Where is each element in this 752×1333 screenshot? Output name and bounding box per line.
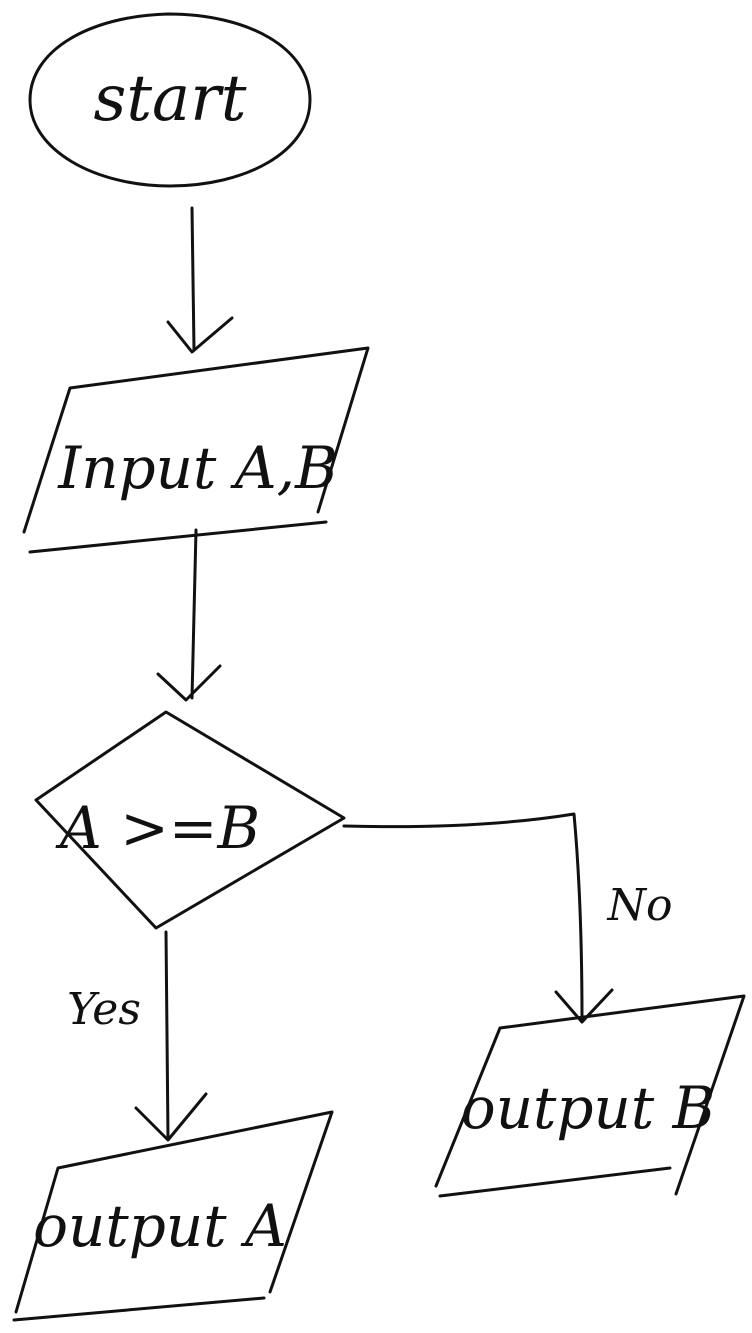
arrow-input-to-decision-line bbox=[190, 528, 198, 700]
arrow-decision-to-output-b-line bbox=[342, 812, 584, 1022]
start-oval-shape bbox=[28, 12, 312, 188]
decision-label: A >=B bbox=[55, 794, 260, 862]
output-b-node: output B bbox=[434, 994, 746, 1198]
no-branch-label: No bbox=[607, 880, 673, 931]
arrow-decision-to-output-a: Yes bbox=[67, 930, 208, 1142]
output-b-parallelogram-shape bbox=[434, 994, 746, 1198]
arrow-start-to-input bbox=[166, 206, 234, 354]
arrow-input-to-decision-head bbox=[156, 664, 222, 702]
arrow-decision-to-output-a-line bbox=[164, 930, 170, 1140]
arrow-decision-to-output-b-head bbox=[554, 988, 614, 1024]
arrow-decision-to-output-b: No bbox=[342, 812, 673, 1024]
yes-branch-label: Yes bbox=[67, 984, 141, 1035]
decision-node: A >=B bbox=[34, 710, 346, 930]
start-node: start bbox=[28, 12, 312, 188]
arrow-decision-to-output-a-head bbox=[134, 1092, 208, 1142]
output-a-label: output A bbox=[33, 1192, 287, 1260]
start-label: start bbox=[93, 62, 246, 136]
output-b-label: output B bbox=[461, 1074, 715, 1142]
input-label: Input A,B bbox=[57, 434, 337, 502]
output-a-node: output A bbox=[12, 1110, 334, 1322]
input-parallelogram-shape bbox=[22, 346, 370, 554]
input-node: Input A,B bbox=[22, 346, 370, 554]
arrow-start-to-input-head bbox=[166, 316, 234, 354]
arrow-input-to-decision bbox=[156, 528, 222, 702]
decision-diamond-shape bbox=[34, 710, 346, 930]
arrow-start-to-input-line bbox=[190, 206, 196, 352]
output-a-parallelogram-shape bbox=[12, 1110, 334, 1322]
